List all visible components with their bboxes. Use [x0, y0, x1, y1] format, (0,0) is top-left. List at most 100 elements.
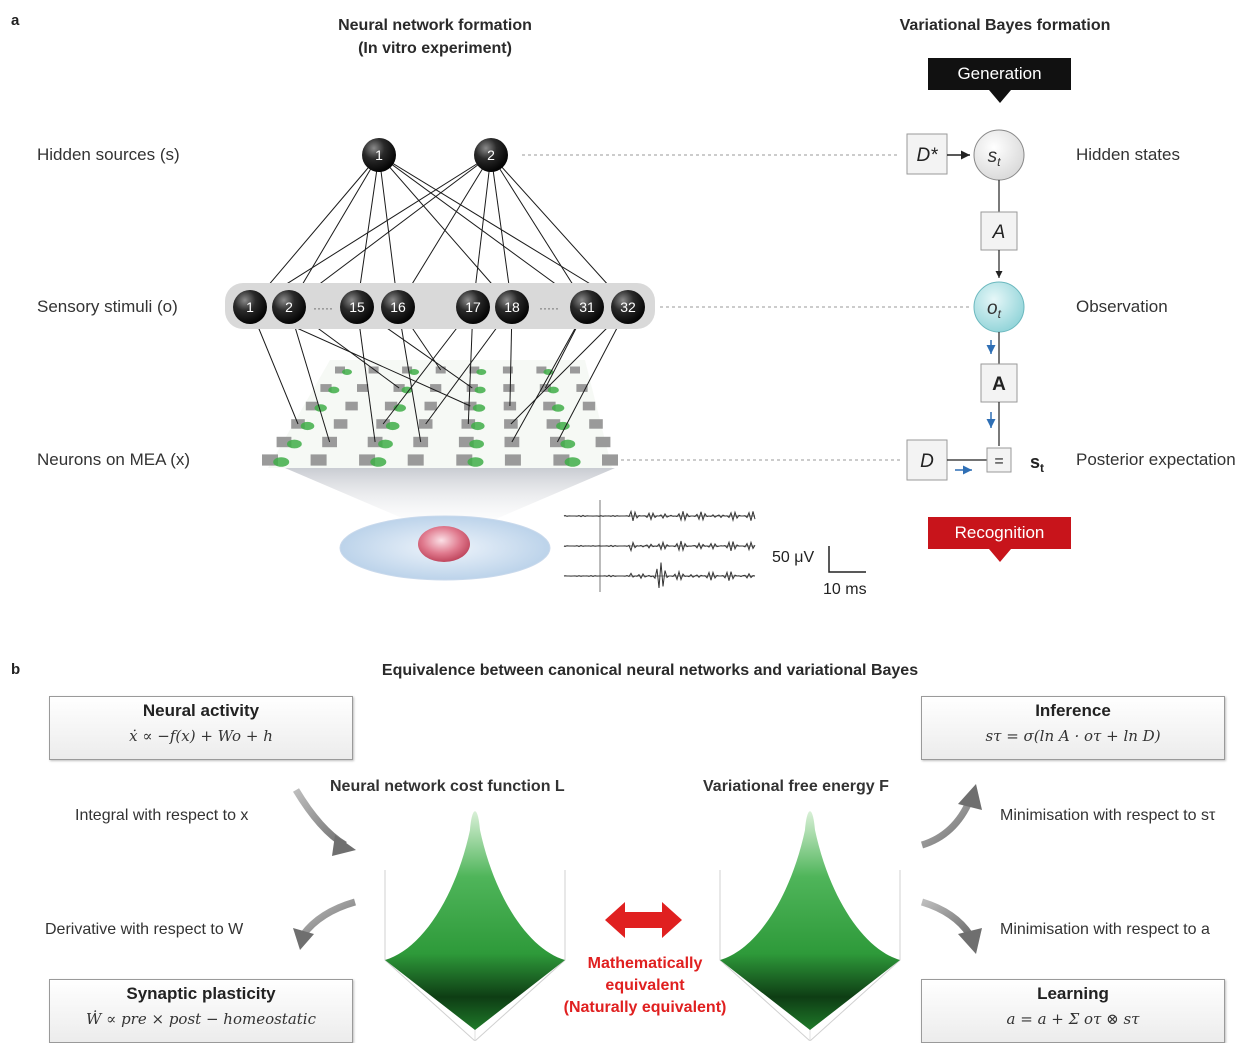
- A-box-top-label: A: [992, 222, 1006, 243]
- equivalence-line1: Mathematically: [587, 955, 703, 972]
- derivative-arrowhead-icon: [293, 928, 314, 950]
- eq-box-label: =: [994, 453, 1003, 470]
- mea-electrode: [589, 419, 603, 429]
- A-box-bold-label: A: [992, 374, 1006, 395]
- right-label-hidden-states: Hidden states: [1076, 145, 1180, 164]
- mea-electrode: [503, 384, 515, 392]
- mea-electrode: [424, 401, 437, 411]
- stimulus-node: [381, 290, 415, 324]
- stimulus-electrode-connection: [288, 306, 331, 443]
- stimulus-node-label: 31: [579, 299, 595, 315]
- source-stimulus-connection: [378, 154, 399, 308]
- recognition-arrow-icon: [989, 549, 1011, 562]
- mea-electrode: [359, 454, 376, 466]
- source-stimulus-connection: [356, 154, 380, 308]
- neural-activity-title: Neural activity: [142, 701, 260, 720]
- source-stimulus-connection: [249, 154, 380, 308]
- row-label-hidden-sources: Hidden sources (s): [37, 145, 180, 164]
- mea-electrodes: [262, 366, 618, 467]
- min-s-arrowhead-icon: [958, 784, 982, 810]
- neuron-cell: [474, 386, 486, 394]
- neuron-cell: [273, 457, 290, 467]
- learning-formula: a = a + Σ oτ ⊗ sτ: [1006, 1010, 1140, 1028]
- stimulus-node-label: 32: [620, 299, 636, 315]
- row-label-sensory-stimuli: Sensory stimuli (o): [37, 297, 178, 316]
- ot-node-label: ot: [987, 298, 1002, 321]
- mea-electrode: [384, 401, 398, 411]
- stimulus-electrode-connection: [511, 306, 588, 443]
- mea-electrode: [503, 401, 517, 411]
- source-stimulus-connection: [378, 154, 588, 308]
- mea-electrode: [536, 366, 547, 374]
- neuron-cell: [467, 457, 484, 467]
- mea-electrode: [582, 401, 596, 411]
- synaptic-plasticity-box: Synaptic plasticity Ẇ ∝ pre × post − hom…: [49, 979, 353, 1043]
- neuron-cell: [472, 404, 486, 412]
- scale-voltage-label: 50 μV: [772, 549, 814, 566]
- mea-electrode: [602, 454, 618, 466]
- generation-label: Generation: [957, 64, 1042, 83]
- neural-network-title: Neural network formation (In vitro exper…: [285, 14, 585, 60]
- voltage-trace: [563, 509, 756, 523]
- mea-electrode: [430, 384, 442, 392]
- neuron-cell: [543, 369, 554, 375]
- st-node-label: st: [988, 146, 1002, 169]
- mea-electrode: [456, 454, 473, 466]
- free-energy-label: Variational free energy F: [703, 778, 889, 795]
- learning-box: Learning a = a + Σ oτ ⊗ sτ: [921, 979, 1225, 1043]
- source-stimulus-connection: [288, 154, 380, 308]
- cost-function-label: Neural network cost function L: [330, 778, 565, 795]
- synaptic-plasticity-formula: Ẇ ∝ pre × post − homeostatic: [85, 1010, 317, 1028]
- neuron-cell: [328, 386, 340, 394]
- mea-electrode: [333, 419, 348, 429]
- neural-activity-box: Neural activity ẋ ∝ −f(x) + Wo + h: [49, 696, 353, 760]
- generation-arrow-icon: [989, 90, 1011, 103]
- electrophysiology-traces: [563, 500, 756, 592]
- neuron-cell: [469, 439, 484, 449]
- panel-b-title: Equivalence between canonical neural net…: [381, 662, 919, 679]
- mea-electrode: [553, 454, 570, 466]
- neuron-cell: [560, 439, 576, 449]
- stimulus-row-background: [225, 283, 655, 329]
- hidden-source-node-label: 2: [487, 147, 495, 163]
- panel-b-letter: b: [11, 661, 21, 678]
- stimulus-node: [272, 290, 306, 324]
- right-label-observation: Observation: [1076, 297, 1168, 316]
- stimulus-electrode-connection: [556, 306, 629, 443]
- mea-electrode: [570, 366, 580, 374]
- mea-electrode: [504, 454, 521, 466]
- neuron-cell: [551, 404, 565, 412]
- hidden-source-node-label: 1: [375, 147, 383, 163]
- source-stimulus-connection: [472, 154, 492, 308]
- recognition-label: Recognition: [954, 523, 1045, 542]
- A-box-top: [980, 211, 1018, 251]
- eq-box: [986, 447, 1012, 473]
- mea-electrode: [466, 384, 478, 392]
- mea-projection-cone: [285, 468, 615, 530]
- derivative-arrow-icon: [300, 898, 356, 938]
- inference-title: Inference: [1035, 701, 1111, 720]
- mea-electrode: [368, 366, 379, 374]
- stimulus-node: [611, 290, 645, 324]
- derivative-label: Derivative with respect to W: [45, 921, 244, 938]
- mea-electrode: [345, 401, 358, 411]
- stimulus-node-label: 17: [465, 299, 481, 315]
- neuron-cell: [287, 439, 302, 449]
- neuron-cell: [378, 439, 393, 449]
- stimulus-node: [495, 290, 529, 324]
- D-box: [906, 439, 948, 481]
- stimulus-node-label: 16: [390, 299, 406, 315]
- panel-a-letter: a: [11, 12, 20, 29]
- source-stimulus-connection: [397, 154, 492, 308]
- neuron-cell: [409, 369, 420, 375]
- cost-function-surface: [384, 811, 566, 1041]
- mea-electrode: [576, 384, 588, 392]
- recognition-banner: [928, 517, 1071, 549]
- row-label-neurons-mea: Neurons on MEA (x): [37, 450, 191, 469]
- stimulus-ellipsis: ·····: [313, 301, 333, 315]
- inference-formula: sτ = σ(ln A · oτ + ln D): [985, 727, 1161, 745]
- integral-arrowhead-icon: [332, 835, 356, 856]
- right-label-posterior: Posterior expectation: [1076, 450, 1236, 469]
- stimulus-node-label: 18: [504, 299, 520, 315]
